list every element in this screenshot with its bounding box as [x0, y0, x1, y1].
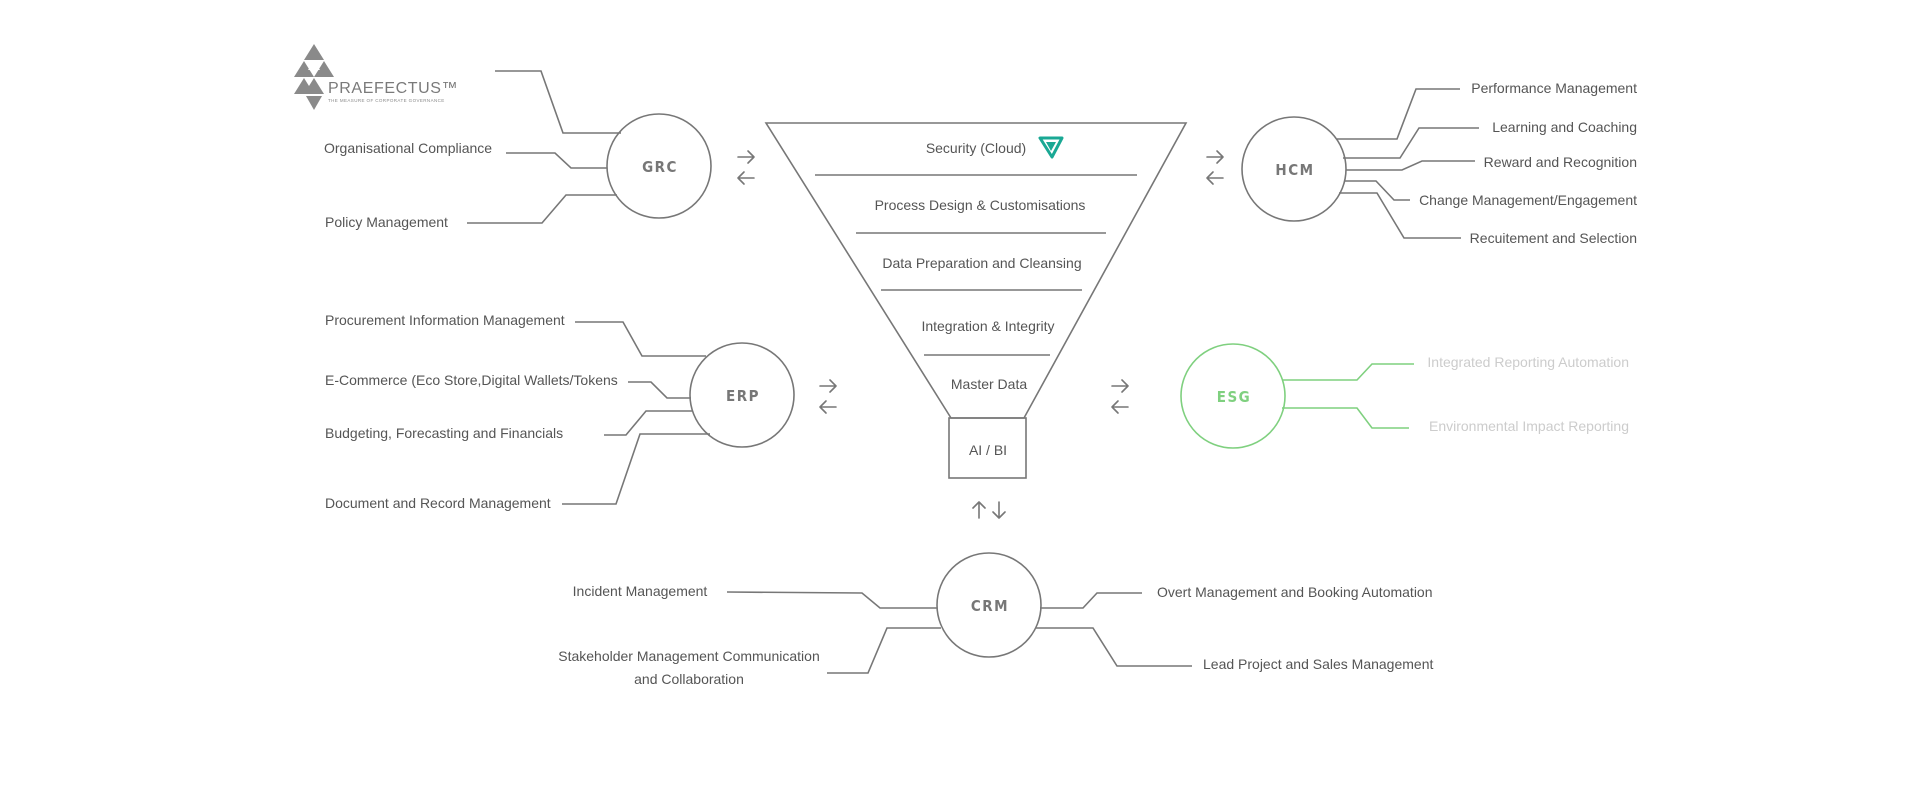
logo-name: PRAEFECTUS™ — [328, 80, 458, 97]
connector-line — [1337, 88, 1460, 140]
arrow-left-icon — [737, 171, 755, 185]
connector-line — [628, 381, 691, 399]
funnel-layer-process: Process Design & Customisations — [875, 197, 1086, 213]
esg-item-environmental-impact: Environmental Impact Reporting — [1429, 418, 1629, 434]
erp-item-procurement: Procurement Information Management — [325, 312, 565, 328]
connector-line — [1036, 627, 1192, 667]
connector-line — [1343, 127, 1479, 159]
erp-node: ERP — [689, 342, 795, 448]
arrow-up-icon — [972, 501, 986, 519]
funnel: Security (Cloud) Process Design & Custom… — [764, 122, 1188, 479]
arrow-right-icon — [819, 379, 837, 393]
erp-item-budgeting: Budgeting, Forecasting and Financials — [325, 425, 563, 441]
funnel-layer-master-data: Master Data — [951, 376, 1027, 392]
connector-line — [604, 410, 693, 436]
erp-funnel-arrows — [819, 379, 837, 414]
funnel-core-ai-bi: AI / BI — [969, 442, 1007, 458]
erp-item-document-records: Document and Record Management — [325, 495, 551, 511]
ai-bi-box — [948, 417, 1027, 479]
connector-line — [1339, 192, 1461, 239]
connector-line — [1346, 160, 1475, 171]
crm-item-stakeholder-line2: and Collaboration — [634, 671, 744, 687]
hcm-item-learning-coaching: Learning and Coaching — [1492, 119, 1637, 135]
arrow-down-icon — [992, 501, 1006, 519]
connector-line — [1344, 180, 1410, 201]
hcm-item-change-management: Change Management/Engagement — [1419, 192, 1637, 208]
arrow-right-icon — [1111, 379, 1129, 393]
hcm-label: HCM — [1275, 161, 1314, 179]
arrow-left-icon — [1111, 400, 1129, 414]
hcm-item-reward-recognition: Reward and Recognition — [1484, 154, 1637, 170]
connector-line — [575, 321, 706, 357]
connector-line — [1282, 407, 1409, 429]
crm-node: CRM — [936, 552, 1042, 658]
funnel-layer-data-prep: Data Preparation and Cleansing — [882, 255, 1081, 271]
grc-item-organisational-compliance: Organisational Compliance — [324, 140, 492, 156]
logo-tagline: THE MEASURE OF CORPORATE GOVERNANCE — [328, 98, 445, 103]
grc-funnel-arrows — [737, 150, 755, 185]
arrow-left-icon — [1206, 171, 1224, 185]
arrow-right-icon — [1206, 150, 1224, 164]
teal-triangle-icon — [1038, 136, 1064, 159]
hcm-node: HCM — [1241, 116, 1347, 222]
hcm-item-recruitment-selection: Recuitement and Selection — [1470, 230, 1637, 246]
funnel-layer-security: Security (Cloud) — [926, 140, 1026, 156]
crm-label: CRM — [971, 597, 1009, 615]
crm-item-incident-management: Incident Management — [573, 583, 708, 599]
connector-line — [562, 433, 710, 505]
arrow-right-icon — [737, 150, 755, 164]
esg-label: ESG — [1217, 388, 1252, 406]
arrow-left-icon — [819, 400, 837, 414]
connector-line — [1040, 592, 1142, 609]
praefectus-logo-icon — [294, 44, 334, 110]
hcm-item-performance-management: Performance Management — [1471, 80, 1637, 96]
erp-label: ERP — [726, 387, 760, 405]
connector-line — [495, 70, 621, 134]
crm-item-stakeholder-line1: Stakeholder Management Communication — [558, 648, 819, 664]
connector-line — [1282, 363, 1414, 381]
grc-label: GRC — [642, 158, 678, 176]
connector-line — [506, 152, 607, 169]
crm-funnel-arrows — [972, 501, 1006, 519]
funnel-layer-integration: Integration & Integrity — [921, 318, 1054, 334]
esg-item-integrated-reporting: Integrated Reporting Automation — [1427, 354, 1629, 370]
connector-line — [726, 591, 937, 609]
connector-line — [827, 627, 941, 674]
grc-node: GRC — [606, 113, 712, 219]
erp-item-ecommerce: E-Commerce (Eco Store,Digital Wallets/To… — [325, 372, 618, 388]
esg-node: ESG — [1180, 343, 1286, 449]
grc-item-policy-management: Policy Management — [325, 214, 448, 230]
crm-item-overt-management: Overt Management and Booking Automation — [1157, 584, 1433, 600]
connector-line — [467, 194, 617, 224]
hcm-funnel-arrows — [1206, 150, 1224, 185]
esg-funnel-arrows — [1111, 379, 1129, 414]
crm-item-lead-project: Lead Project and Sales Management — [1203, 656, 1433, 672]
